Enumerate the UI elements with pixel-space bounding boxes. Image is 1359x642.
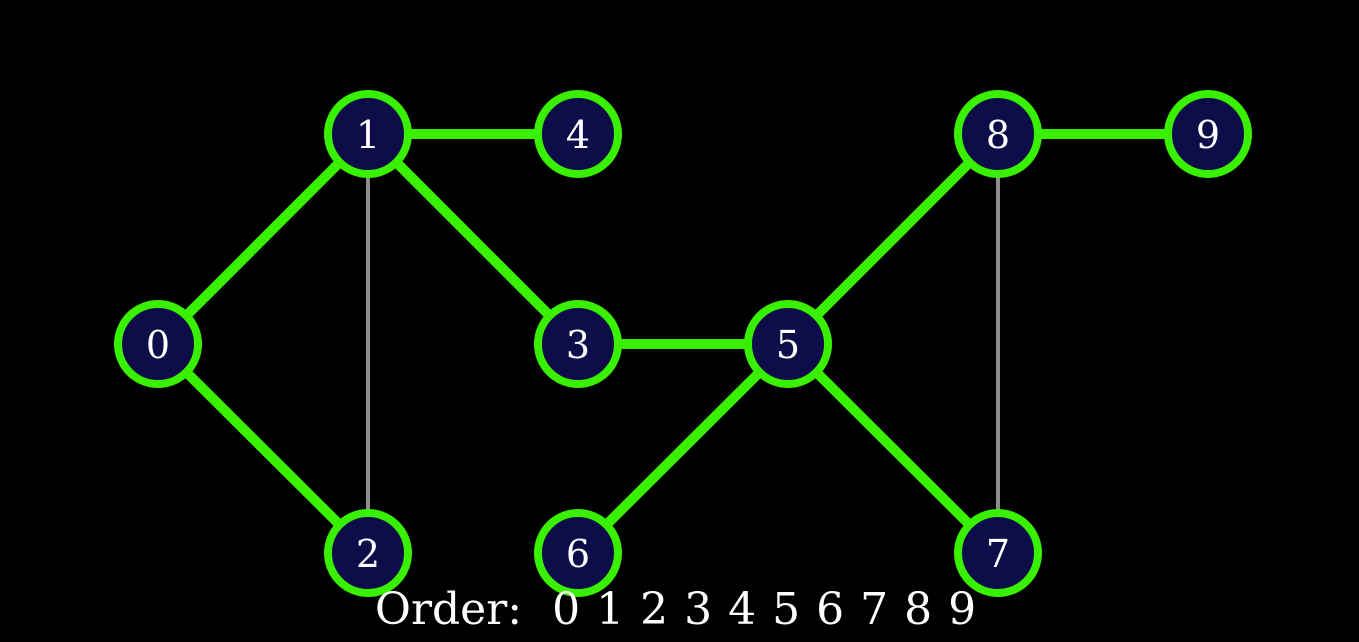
edge-5-8 [783, 129, 1003, 349]
order-item: 6 [816, 584, 845, 635]
node-9: 9 [1164, 90, 1252, 178]
node-label-4: 4 [566, 113, 590, 157]
node-circle-7 [954, 509, 1042, 597]
order-item: 0 [552, 584, 581, 635]
node-6: 6 [534, 509, 622, 597]
node-2: 2 [324, 509, 412, 597]
node-label-5: 5 [776, 323, 800, 367]
node-7: 7 [954, 509, 1042, 597]
order-item: 4 [728, 584, 757, 635]
node-1: 1 [324, 90, 412, 178]
node-circle-9 [1164, 90, 1252, 178]
node-5: 5 [744, 300, 832, 388]
node-circle-0 [114, 300, 202, 388]
node-label-6: 6 [566, 532, 590, 576]
node-label-9: 9 [1196, 113, 1220, 157]
node-circle-5 [744, 300, 832, 388]
nodes-layer: 0 1 2 3 4 5 6 7 8 9 [114, 90, 1252, 597]
node-3: 3 [534, 300, 622, 388]
node-label-7: 7 [986, 532, 1010, 576]
order-item: 9 [948, 584, 977, 635]
order-item: 5 [772, 584, 801, 635]
node-circle-6 [534, 509, 622, 597]
node-label-1: 1 [356, 113, 380, 157]
order-item: 3 [684, 584, 713, 635]
edges-layer [153, 129, 1213, 558]
order-item: 1 [596, 584, 625, 635]
node-circle-2 [324, 509, 412, 597]
order-label: Order: [374, 584, 523, 635]
node-8: 8 [954, 90, 1042, 178]
node-label-0: 0 [146, 323, 170, 367]
node-circle-4 [534, 90, 622, 178]
node-circle-1 [324, 90, 412, 178]
edge-5-6 [573, 339, 793, 558]
order-item: 2 [640, 584, 669, 635]
edge-1-3 [363, 129, 583, 349]
node-0: 0 [114, 300, 202, 388]
order-item: 8 [904, 584, 933, 635]
node-label-3: 3 [566, 323, 590, 367]
edge-0-1 [153, 129, 373, 349]
node-circle-8 [954, 90, 1042, 178]
node-label-2: 2 [356, 532, 380, 576]
node-4: 4 [534, 90, 622, 178]
order-item: 7 [860, 584, 889, 635]
node-label-8: 8 [986, 113, 1010, 157]
node-circle-3 [534, 300, 622, 388]
edge-5-7 [783, 339, 1003, 558]
edge-0-2 [153, 339, 373, 558]
